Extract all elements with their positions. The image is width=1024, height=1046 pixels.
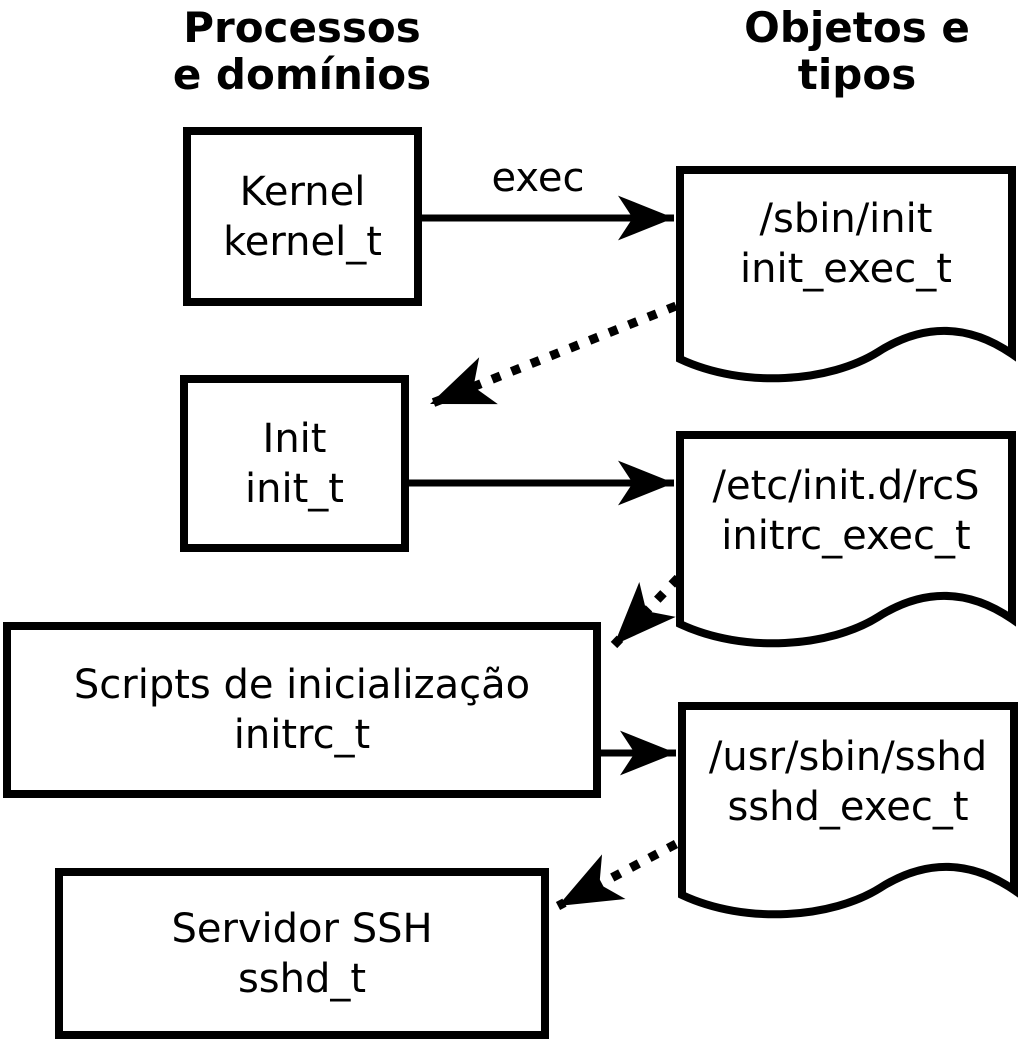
process-domain: initrc_t [233, 712, 371, 758]
process-name: Init [262, 415, 327, 462]
header-line: Processos [183, 3, 421, 52]
process-domain: kernel_t [223, 218, 382, 265]
process-box-scripts: Scripts de inicialização initrc_t [3, 622, 601, 798]
transition-arrow-sshd-exec-to-sshd [555, 840, 679, 910]
process-domain: init_t [245, 465, 344, 512]
object-label-init-exec: /sbin/init init_exec_t [684, 194, 1008, 294]
process-box-init: Init init_t [180, 375, 409, 552]
document-shape-initrc-exec [676, 431, 1016, 648]
object-label-initrc-exec: /etc/init.d/rcS initrc_exec_t [684, 461, 1008, 561]
process-box-kernel: Kernel kernel_t [183, 127, 422, 306]
process-box-sshd: Servidor SSH sshd_t [55, 868, 549, 1039]
exec-arrow-label: exec [491, 155, 585, 201]
column-header-objects: Objetos e tipos [682, 4, 1024, 98]
process-name: Scripts de inicialização [73, 662, 531, 708]
object-label-sshd-exec: /usr/sbin/sshd sshd_exec_t [686, 732, 1010, 832]
process-name: Servidor SSH [171, 905, 433, 952]
column-header-processes: Processos e domínios [102, 4, 502, 98]
object-type: initrc_exec_t [721, 513, 971, 559]
header-line: e domínios [172, 50, 432, 99]
object-path: /etc/init.d/rcS [712, 463, 980, 509]
document-shape-init-exec [676, 166, 1016, 383]
object-type: sshd_exec_t [727, 784, 969, 830]
object-type: init_exec_t [740, 246, 952, 292]
header-line: tipos [797, 50, 917, 99]
transition-arrow-initrc-exec-to-scripts [610, 574, 682, 649]
transition-arrow-init-exec-to-init [428, 301, 678, 409]
process-domain: sshd_t [237, 955, 367, 1002]
document-shape-sshd-exec [678, 702, 1018, 919]
object-path: /sbin/init [759, 196, 933, 242]
process-name: Kernel [239, 168, 366, 215]
object-path: /usr/sbin/sshd [708, 734, 988, 780]
header-line: Objetos e [744, 3, 970, 52]
